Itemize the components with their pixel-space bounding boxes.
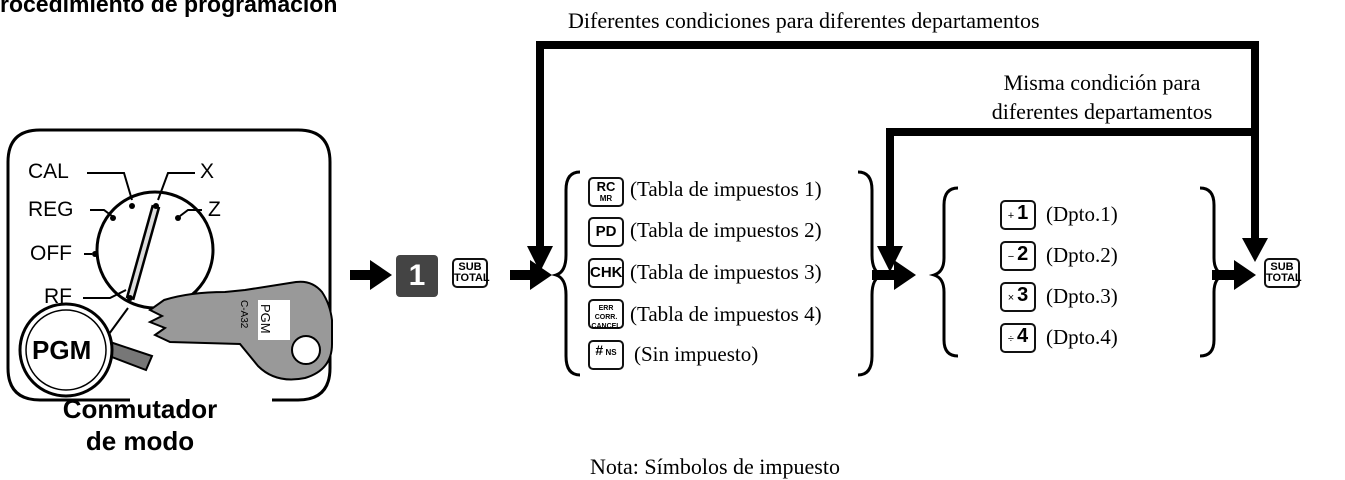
subtotal-key-2: SUB TOTAL: [1264, 258, 1302, 288]
loop-label-line2: diferentes departamentos: [991, 99, 1213, 124]
tax-row-5-text: (Sin impuesto): [634, 342, 759, 366]
dial-label-off: OFF: [30, 242, 72, 265]
tax-key-no-sale: # NS: [588, 340, 624, 370]
loop-same-condition: [886, 128, 1255, 252]
tax-key-err-corr: ERR CORR. CANCEL: [588, 299, 624, 330]
page-title: rocedimiento de programación: [0, 0, 338, 17]
tax-row-4-text: (Tabla de impuestos 4): [630, 302, 822, 326]
dept-key-1-op: +: [1007, 210, 1015, 222]
flow-arrow-4: [1212, 260, 1256, 290]
dept-key-3-op: ×: [1007, 292, 1015, 304]
dept-brace-right: [1199, 186, 1230, 358]
tax-symbol-note: Nota: Símbolos de impuesto: [590, 454, 840, 479]
dept-brace-left: [928, 186, 959, 358]
mode-switch-title-line1: Conmutador: [62, 394, 218, 424]
dial-label-reg: REG: [28, 198, 74, 221]
dial-label-pgm: PGM: [32, 335, 92, 365]
dept-row-4-text: (Dpto.4): [1046, 325, 1118, 349]
dept-key-2-digit: 2: [1017, 243, 1029, 265]
dial-label-x: X: [200, 160, 215, 183]
tax-key-no-sale-main: #: [595, 342, 604, 358]
dept-row-1-text: (Dpto.1): [1046, 202, 1118, 226]
loop-arrowhead-1: [527, 246, 553, 272]
pgm-magnifier: [18, 302, 154, 398]
tax-brace-left: [550, 170, 581, 377]
tax-key-rc-main: RC: [596, 179, 616, 194]
mode-switch-title: Conmutador de modo: [20, 393, 260, 457]
dept-key-1-digit: 1: [1017, 202, 1029, 224]
tax-key-rc-sub: MR: [599, 194, 613, 203]
dial-label-rf: RF: [44, 285, 72, 308]
dept-key-4-op: ÷: [1007, 333, 1014, 345]
loop-arrowhead-3: [1242, 238, 1268, 262]
dept-key-3-digit: 3: [1017, 284, 1029, 306]
flow-arrow-1: [350, 260, 392, 290]
tax-row-2-text: (Tabla de impuestos 2): [630, 218, 822, 242]
subtotal-key-1: SUB TOTAL: [452, 258, 490, 288]
key-1: 1: [396, 255, 438, 297]
dept-key-3: ×3: [1000, 282, 1036, 312]
key-label-code: C-A32: [238, 300, 249, 329]
dept-row-3-text: (Dpto.3): [1046, 284, 1118, 308]
tax-row-1-text: (Tabla de impuestos 1): [630, 177, 822, 201]
loop-different-conditions: [536, 41, 1259, 252]
loop-arrowhead-2: [877, 246, 903, 272]
key-label-pgm: PGM: [258, 304, 273, 334]
dept-key-2-op: −: [1007, 251, 1015, 263]
mode-dial: [83, 172, 215, 361]
loop-label-line1: Misma condición para: [1003, 70, 1201, 95]
tax-key-pd: PD: [588, 217, 624, 247]
dept-row-2-text: (Dpto.2): [1046, 243, 1118, 267]
tax-brace-right: [857, 170, 888, 377]
mode-switch-frame: [6, 128, 332, 402]
subtotal-key-2-bottom: TOTAL: [1266, 272, 1302, 284]
tax-row-3-text: (Tabla de impuestos 3): [630, 260, 822, 284]
loop-label-same-condition: Misma condición para diferentes departam…: [912, 68, 1292, 126]
dial-label-z: Z: [208, 198, 221, 221]
subtotal-key-1-bottom: TOTAL: [454, 272, 490, 284]
flow-arrow-2: [510, 260, 552, 290]
flow-lines: [6, 41, 1268, 402]
dial-label-cal: CAL: [28, 160, 69, 183]
pgm-key: [147, 280, 333, 381]
subtotal-key-2-top: SUB: [1270, 261, 1294, 273]
mode-switch-title-line2: de modo: [85, 426, 195, 456]
tax-key-chk: CHK: [588, 258, 624, 288]
dept-key-4: ÷4: [1000, 323, 1036, 353]
dept-key-1: +1: [1000, 200, 1036, 230]
tax-key-err-corr-main: ERR CORR.: [594, 305, 618, 321]
loop-label-different-conditions: Diferentes condiciones para diferentes d…: [568, 8, 1040, 33]
dept-key-4-digit: 4: [1016, 325, 1029, 347]
tax-key-rc: RC MR: [588, 177, 624, 207]
tax-key-err-corr-sub: CANCEL: [591, 323, 621, 330]
subtotal-key-1-top: SUB: [458, 261, 482, 273]
tax-key-no-sale-sub: NS: [605, 348, 617, 357]
dept-key-2: −2: [1000, 241, 1036, 271]
